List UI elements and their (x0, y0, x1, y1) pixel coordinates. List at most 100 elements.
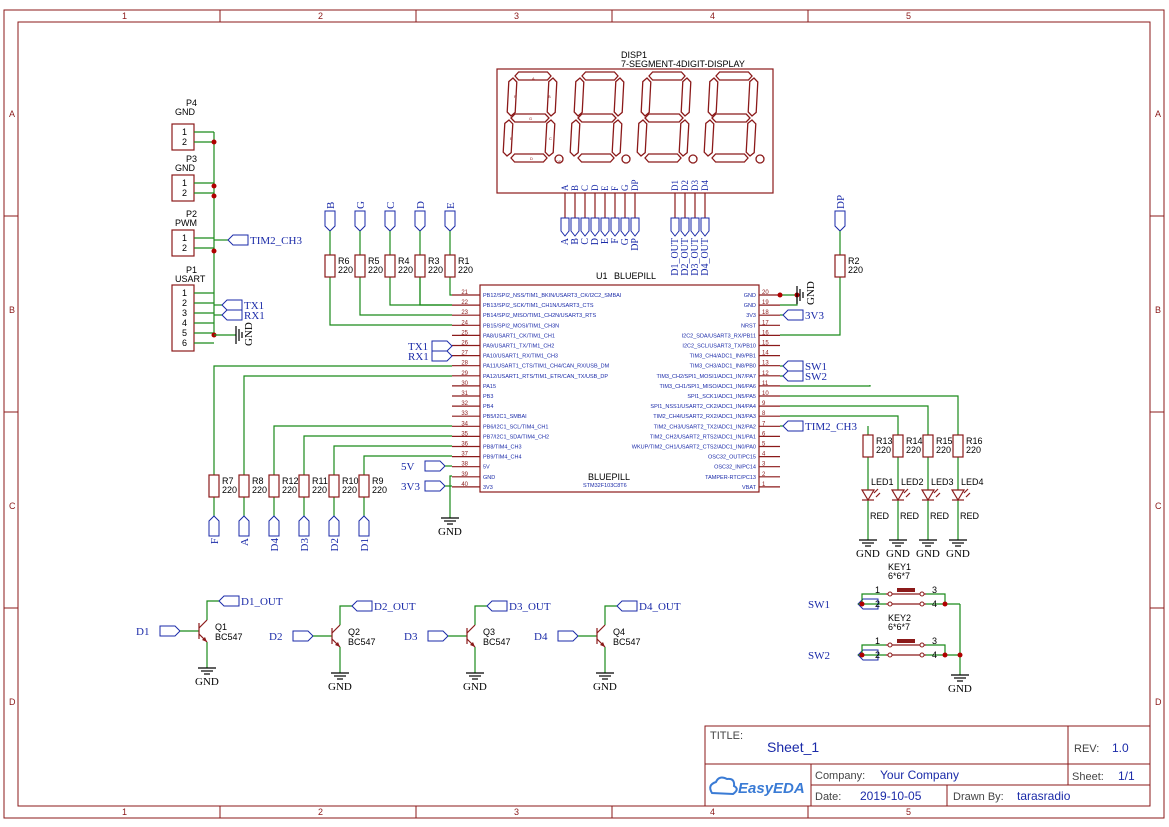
mcu-right-pin-number: 12 (762, 371, 769, 377)
mcu-gnd-label: GND (805, 281, 817, 305)
led-resistor-ref: R16 (966, 436, 983, 446)
top-resistor-ref: R1 (458, 256, 470, 266)
company-value: Your Company (880, 768, 959, 782)
key-out (926, 644, 946, 655)
mcu-right-pin-label: TIM3_CH4/ADC1_IN9/PB1 (690, 354, 756, 360)
key-contact (887, 642, 893, 648)
zone-row-right: D (1155, 697, 1162, 707)
led-ray (965, 492, 971, 498)
transistor-ref: Q2 (348, 627, 360, 637)
mcu-name: BLUEPILL (614, 271, 656, 281)
junction-dot (211, 139, 217, 145)
mcu-right-pin-number: 13 (762, 361, 769, 367)
bottom-resistor-ref: R7 (222, 476, 234, 486)
mcu-left-pin-number: 31 (461, 391, 468, 397)
led-resistor-body (862, 434, 874, 458)
transistor-value: BC547 (483, 637, 511, 647)
transistor-arrow (202, 637, 207, 642)
key-pin: 1 (875, 585, 880, 595)
key-pin: 2 (875, 650, 880, 660)
display-net-flag (680, 217, 690, 237)
mcu-left-pin-number: 28 (461, 361, 468, 367)
led-triangle (860, 489, 876, 502)
dp-dot (621, 154, 631, 164)
key-ref: KEY1 (888, 562, 911, 572)
gnd-label: GND (948, 683, 972, 695)
p1-tx-label: TX1 (244, 300, 264, 312)
display-net-label: F (610, 238, 621, 244)
segment (577, 153, 615, 163)
display-net-flag (700, 217, 710, 237)
bottom-res-net-label: D4 (269, 538, 281, 552)
mcu-right-pin-label: TIM2_CH3/USART2_TX2/ADC1_IN2/PA2 (654, 424, 756, 430)
key-pin: 4 (932, 650, 937, 660)
display-net-label: C (580, 238, 591, 245)
seven-segment-display: DISP1 7-SEGMENT-4DIGIT-DISPLAY AFGBEDCDP… (496, 50, 774, 276)
segment (711, 153, 749, 163)
connector-pin-number: 1 (182, 178, 187, 188)
drawn-label: Drawn By: (953, 791, 1004, 803)
mcu-right-pin-label: TIM2_CH2/USART2_RTS2/ADC1_IN1/PA1 (650, 434, 756, 440)
connector-pin-number: 5 (182, 328, 187, 338)
mcu-left-pin-label: PB5/I2C1_SMBAI (483, 414, 527, 420)
led-resistor-value: 220 (876, 445, 891, 455)
key-contact (887, 652, 893, 658)
gnd-label: GND (856, 548, 880, 560)
top-resistor-body (414, 254, 426, 278)
segment (715, 71, 753, 81)
connector-pin-number: 2 (182, 243, 187, 253)
bottom-res-route (363, 455, 452, 475)
mcu-left-pin-label: PB14/SPI2_MISO/TIM1_CH2N/USART3_RTS (483, 313, 597, 319)
display-net-flag (610, 217, 620, 237)
mcu-3v3-l-flag (424, 480, 446, 492)
mcu-right-pin-number: 7 (762, 421, 766, 427)
top-resistor-body (384, 254, 396, 278)
zone-row-right: C (1155, 501, 1162, 511)
display-net-label: A (560, 237, 571, 245)
r2-net-label: DP (835, 195, 847, 209)
display-net-label: E (600, 238, 611, 244)
zone-col-bottom: 4 (710, 807, 715, 817)
top-resistor-value: 220 (338, 265, 353, 275)
p2-tim2-flag (227, 234, 249, 246)
display-net-flag (580, 217, 590, 237)
transistor-out-wire (474, 605, 487, 625)
connector-pin-number: 4 (182, 318, 187, 328)
transistor-ref: Q3 (483, 627, 495, 637)
p1-rx-label: RX1 (244, 310, 265, 322)
title-block-border (704, 725, 1151, 807)
mcu-right-pin-label: I2C2_SDA/USART3_RX/PB11 (682, 333, 756, 339)
sheet-value: 1/1 (1118, 769, 1135, 783)
key-contact (919, 591, 925, 597)
bottom-res-net-label: A (239, 538, 251, 546)
bottom-resistor-ref: R10 (342, 476, 359, 486)
key-contact (919, 601, 925, 607)
r6-route (329, 277, 452, 326)
connector-pin-number: 1 (182, 233, 187, 243)
transistor-arrow (470, 642, 475, 647)
connector-body (171, 123, 195, 151)
zone-row-left: D (9, 697, 16, 707)
transistor-ref: Q4 (613, 627, 625, 637)
key-pin: 3 (932, 585, 937, 595)
bottom-resistor-value: 220 (282, 485, 297, 495)
key-contact (887, 591, 893, 597)
top-resistor-value: 220 (368, 265, 383, 275)
display-pin-label: A (560, 184, 570, 191)
top-res-net-flag (354, 210, 366, 232)
led-color: RED (960, 511, 980, 521)
top-res-net-label: B (325, 202, 337, 209)
mcu-left-pin-number: 30 (461, 381, 468, 387)
r2-net-flag (834, 210, 846, 232)
connector-ref: P3 (186, 154, 197, 164)
gnd-label: GND (886, 548, 910, 560)
rev-label: REV: (1074, 743, 1099, 755)
key-pin: 2 (875, 599, 880, 609)
bottom-resistor-ref: R12 (282, 476, 299, 486)
led-ray (963, 488, 969, 494)
